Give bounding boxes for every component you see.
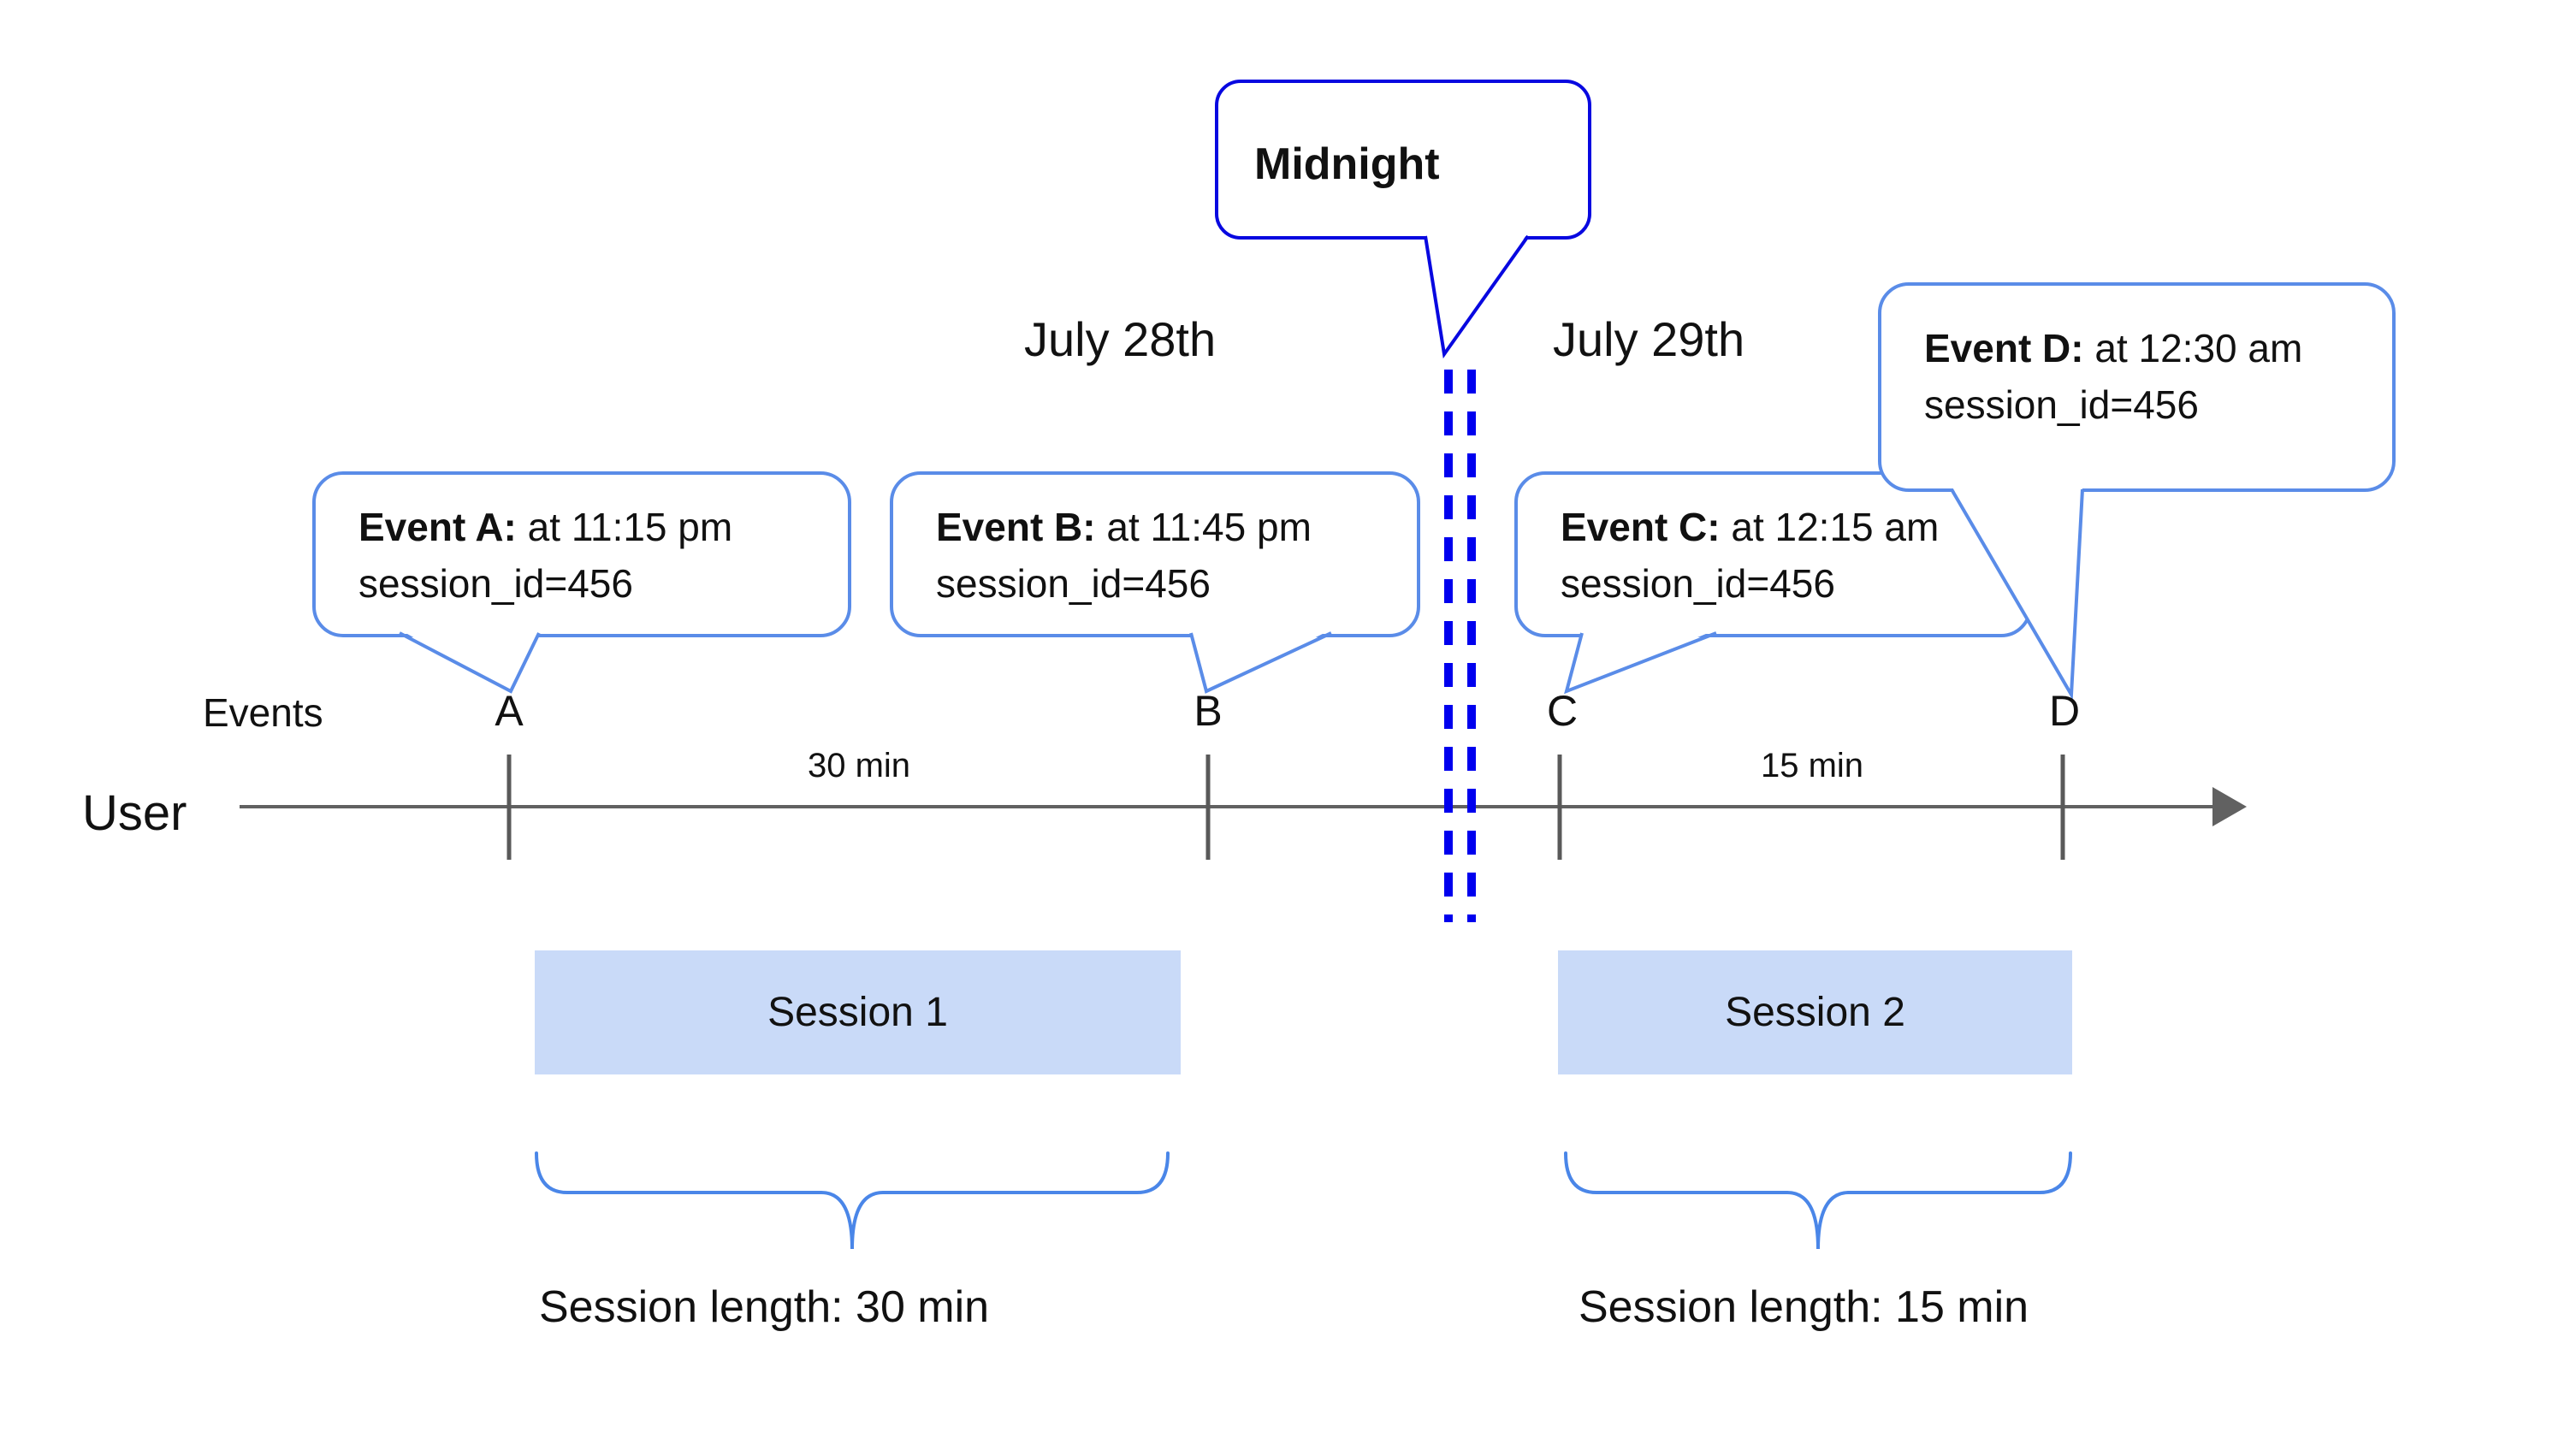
event-c-session: session_id=456 xyxy=(1561,561,1835,606)
event-d-line1: Event D: at 12:30 am xyxy=(1924,320,2375,376)
event-b-session: session_id=456 xyxy=(936,561,1211,606)
event-c-title: Event C: xyxy=(1561,505,1721,549)
interval-30min-label: 30 min xyxy=(807,747,911,784)
event-d-time: at 12:30 am xyxy=(2094,326,2303,370)
event-c-line1: Event C: at 12:15 am xyxy=(1561,499,2011,555)
event-d-marker: D xyxy=(2048,687,2081,735)
event-c-time: at 12:15 am xyxy=(1731,505,1940,549)
session-1-brace xyxy=(535,1151,1170,1250)
session-1-label: Session 1 xyxy=(767,990,948,1035)
event-a-marker: A xyxy=(495,687,524,735)
event-b-title: Event B: xyxy=(936,505,1096,549)
event-a-line1: Event A: at 11:15 pm xyxy=(358,499,831,555)
event-b-marker: B xyxy=(1194,687,1223,735)
events-axis-label: Events xyxy=(203,690,323,735)
event-d-session: session_id=456 xyxy=(1924,382,2199,427)
event-d-callout: Event D: at 12:30 am session_id=456 xyxy=(1878,282,2396,492)
session-2-label: Session 2 xyxy=(1725,990,1905,1035)
session-1-length-label: Session length: 30 min xyxy=(539,1282,990,1332)
event-b-time: at 11:45 pm xyxy=(1106,505,1312,549)
session-2-length-label: Session length: 15 min xyxy=(1579,1282,2029,1332)
session-2-box: Session 2 xyxy=(1558,950,2072,1074)
event-b-line1: Event B: at 11:45 pm xyxy=(936,499,1400,555)
user-axis-label: User xyxy=(82,785,187,841)
event-c-callout: Event C: at 12:15 am session_id=456 xyxy=(1514,471,2032,637)
interval-15min-label: 15 min xyxy=(1760,747,1864,784)
session-2-brace xyxy=(1564,1151,2072,1250)
event-a-session: session_id=456 xyxy=(358,561,633,606)
event-c-marker: C xyxy=(1546,687,1579,735)
session-1-box: Session 1 xyxy=(535,950,1181,1074)
event-a-time: at 11:15 pm xyxy=(527,505,733,549)
date-july-29: July 29th xyxy=(1553,312,1745,366)
event-d-title: Event D: xyxy=(1924,326,2084,370)
event-b-callout: Event B: at 11:45 pm session_id=456 xyxy=(890,471,1420,637)
midnight-label: Midnight xyxy=(1254,139,1440,189)
timeline-arrowhead-icon xyxy=(2212,787,2247,826)
date-july-28: July 28th xyxy=(1024,312,1217,366)
event-a-callout: Event A: at 11:15 pm session_id=456 xyxy=(312,471,851,637)
midnight-callout: Midnight xyxy=(1215,80,1591,240)
event-a-title: Event A: xyxy=(358,505,517,549)
